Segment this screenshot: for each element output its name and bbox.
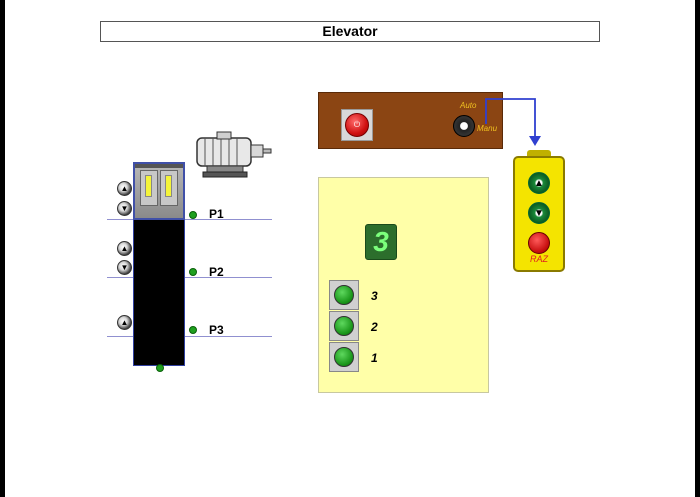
call-down-button-p1[interactable]: ▼: [117, 201, 132, 216]
arrow-up-icon: ▲: [120, 243, 129, 253]
selector-wire: [485, 98, 541, 146]
floor-button-label-2: 2: [371, 320, 378, 334]
arrow-down-icon: ▼: [534, 207, 544, 219]
floor-line-p2: [107, 277, 272, 278]
arrow-up-icon: ▲: [534, 177, 544, 189]
call-up-button-p3[interactable]: ▲: [117, 315, 132, 330]
call-up-button-p1[interactable]: ▲: [117, 181, 132, 196]
arrow-up-icon: ▲: [120, 183, 129, 193]
call-down-button-p2[interactable]: ▼: [117, 260, 132, 275]
reset-label: RAZ: [530, 254, 548, 264]
auto-manu-selector[interactable]: [453, 115, 475, 137]
cabin-door-right: [160, 170, 178, 206]
floor-button-3[interactable]: [329, 280, 359, 310]
floor-button-2[interactable]: [329, 311, 359, 341]
floor-label-p3: P3: [209, 323, 224, 337]
arrow-down-icon: ▼: [120, 203, 129, 213]
elevator-cabin: [133, 162, 185, 220]
floor-sensor-p2: [189, 268, 197, 276]
pendant-up-button[interactable]: ▲: [528, 172, 550, 194]
floor-line-p1: [107, 219, 272, 220]
lamp-icon: [334, 347, 354, 367]
control-panel: ⏻ Auto Manu: [318, 92, 503, 149]
floor-label-p1: P1: [209, 207, 224, 221]
lamp-icon: [334, 285, 354, 305]
pendant-control: ▲ ▼ RAZ: [513, 150, 565, 272]
cabin-top: [135, 164, 183, 168]
motor-icon: [196, 131, 272, 178]
manu-label: Manu: [477, 124, 498, 133]
arrow-down-icon: ▼: [120, 262, 129, 272]
cabin-door-left: [140, 170, 158, 206]
bottom-sensor: [156, 364, 164, 372]
floor-sensor-p3: [189, 326, 197, 334]
lamp-icon: [334, 316, 354, 336]
door-light-right: [165, 175, 172, 197]
floor-sensor-p1: [189, 211, 197, 219]
floor-button-label-1: 1: [371, 351, 378, 365]
car-panel: 3 3 2 1: [318, 177, 489, 393]
pendant-reset-button[interactable]: [528, 232, 550, 254]
pendant-down-button[interactable]: ▼: [528, 202, 550, 224]
pendant-body: ▲ ▼ RAZ: [513, 156, 565, 272]
door-light-left: [145, 175, 152, 197]
floor-button-label-3: 3: [371, 289, 378, 303]
arrow-up-icon: ▲: [120, 317, 129, 327]
floor-label-p2: P2: [209, 265, 224, 279]
floor-indicator: 3: [365, 224, 397, 260]
floor-button-1[interactable]: [329, 342, 359, 372]
emergency-stop-icon: ⏻: [345, 113, 369, 137]
call-up-button-p2[interactable]: ▲: [117, 241, 132, 256]
page: Elevator P1 P2 P3 ▲ ▼ ▲ ▼ ▲: [5, 0, 695, 497]
page-title: Elevator: [100, 21, 600, 42]
elevator-shaft: [133, 218, 185, 366]
floor-line-p3: [107, 336, 272, 337]
pendant-top: [527, 150, 551, 160]
auto-label: Auto: [460, 101, 477, 110]
emergency-stop-button[interactable]: ⏻: [341, 109, 373, 141]
